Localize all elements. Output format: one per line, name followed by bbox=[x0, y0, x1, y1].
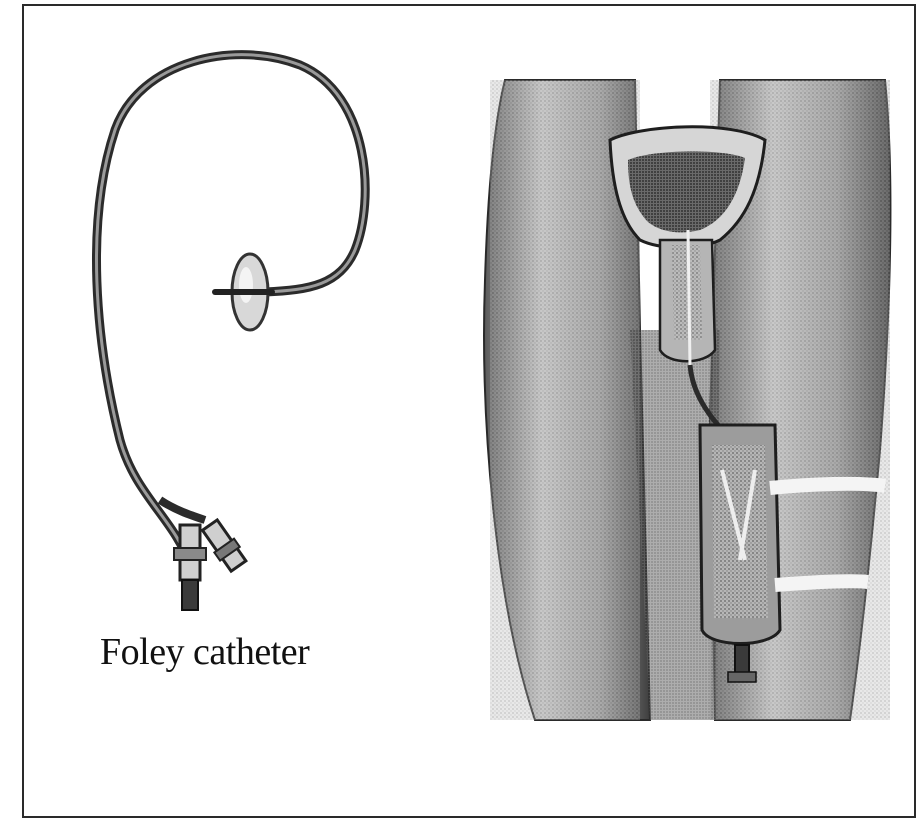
figure-caption: Foley catheter bbox=[100, 630, 380, 674]
anatomy-drawing bbox=[484, 80, 890, 720]
foley-catheter-drawing bbox=[96, 55, 365, 610]
